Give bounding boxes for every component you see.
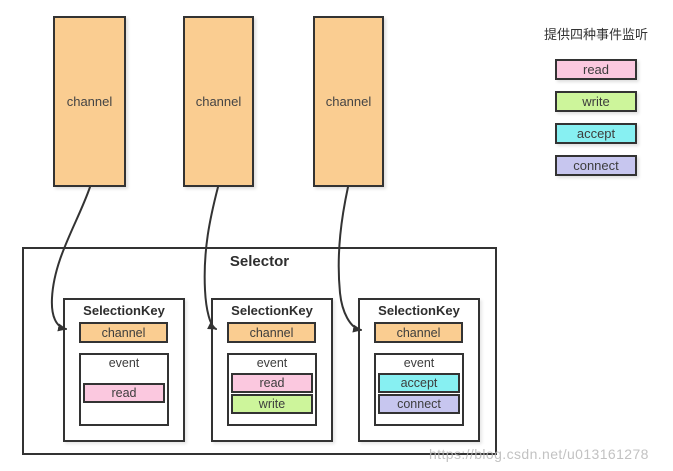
event-label: event (256, 356, 288, 370)
event-box: event read write (227, 353, 317, 426)
selectionkey-title: SelectionKey (378, 303, 460, 318)
event-chip-label: accept (400, 376, 438, 390)
selector-title: Selector (229, 253, 290, 270)
legend-chip-label: read (582, 62, 610, 77)
selectionkey-box-1: SelectionKey channel event read (63, 298, 185, 442)
legend-title: 提供四种事件监听 (543, 27, 648, 42)
event-chip-label: read (111, 386, 137, 400)
event-chips: read write (229, 373, 315, 414)
channel-label: channel (66, 94, 113, 109)
legend-chip-label: accept (576, 126, 616, 141)
legend-chip-connect: connect (555, 155, 637, 176)
event-chip-read: read (231, 373, 313, 393)
event-chip-accept: accept (378, 373, 460, 393)
channel-box-1: channel (53, 16, 126, 187)
event-chip-read: read (83, 383, 165, 403)
event-label: event (108, 356, 140, 370)
event-box: event accept connect (374, 353, 464, 426)
legend-chip-label: write (582, 94, 610, 109)
selectionkey-box-3: SelectionKey channel event accept connec… (358, 298, 480, 442)
event-chip-label: connect (397, 397, 441, 411)
legend-chip-read: read (555, 59, 637, 80)
event-chips: accept connect (376, 373, 462, 414)
event-chip-connect: connect (378, 394, 460, 414)
event-chip-write: write (231, 394, 313, 414)
event-chips: read (81, 383, 167, 403)
event-chip-label: read (259, 376, 285, 390)
legend-items: read write accept connect (538, 59, 654, 187)
watermark-text: https://blog.csdn.net/u013161278 (429, 446, 649, 462)
selectionkey-title: SelectionKey (231, 303, 313, 318)
channel-chip-label: channel (249, 325, 294, 340)
selectionkey-channel-chip: channel (79, 322, 168, 343)
channel-label: channel (325, 94, 372, 109)
selectionkey-title: SelectionKey (83, 303, 165, 318)
channel-chip-label: channel (396, 325, 441, 340)
event-box: event read (79, 353, 169, 426)
legend-chip-label: connect (573, 158, 619, 173)
legend-chip-write: write (555, 91, 637, 112)
channel-label: channel (195, 94, 242, 109)
event-legend: 提供四种事件监听 read write accept connect (538, 24, 654, 187)
legend-chip-accept: accept (555, 123, 637, 144)
channel-box-3: channel (313, 16, 384, 187)
channel-box-2: channel (183, 16, 254, 187)
event-label: event (403, 356, 435, 370)
selectionkey-channel-chip: channel (227, 322, 316, 343)
channel-chip-label: channel (101, 325, 146, 340)
selectionkey-channel-chip: channel (374, 322, 463, 343)
selectionkey-box-2: SelectionKey channel event read write (211, 298, 333, 442)
event-chip-label: write (258, 397, 286, 411)
